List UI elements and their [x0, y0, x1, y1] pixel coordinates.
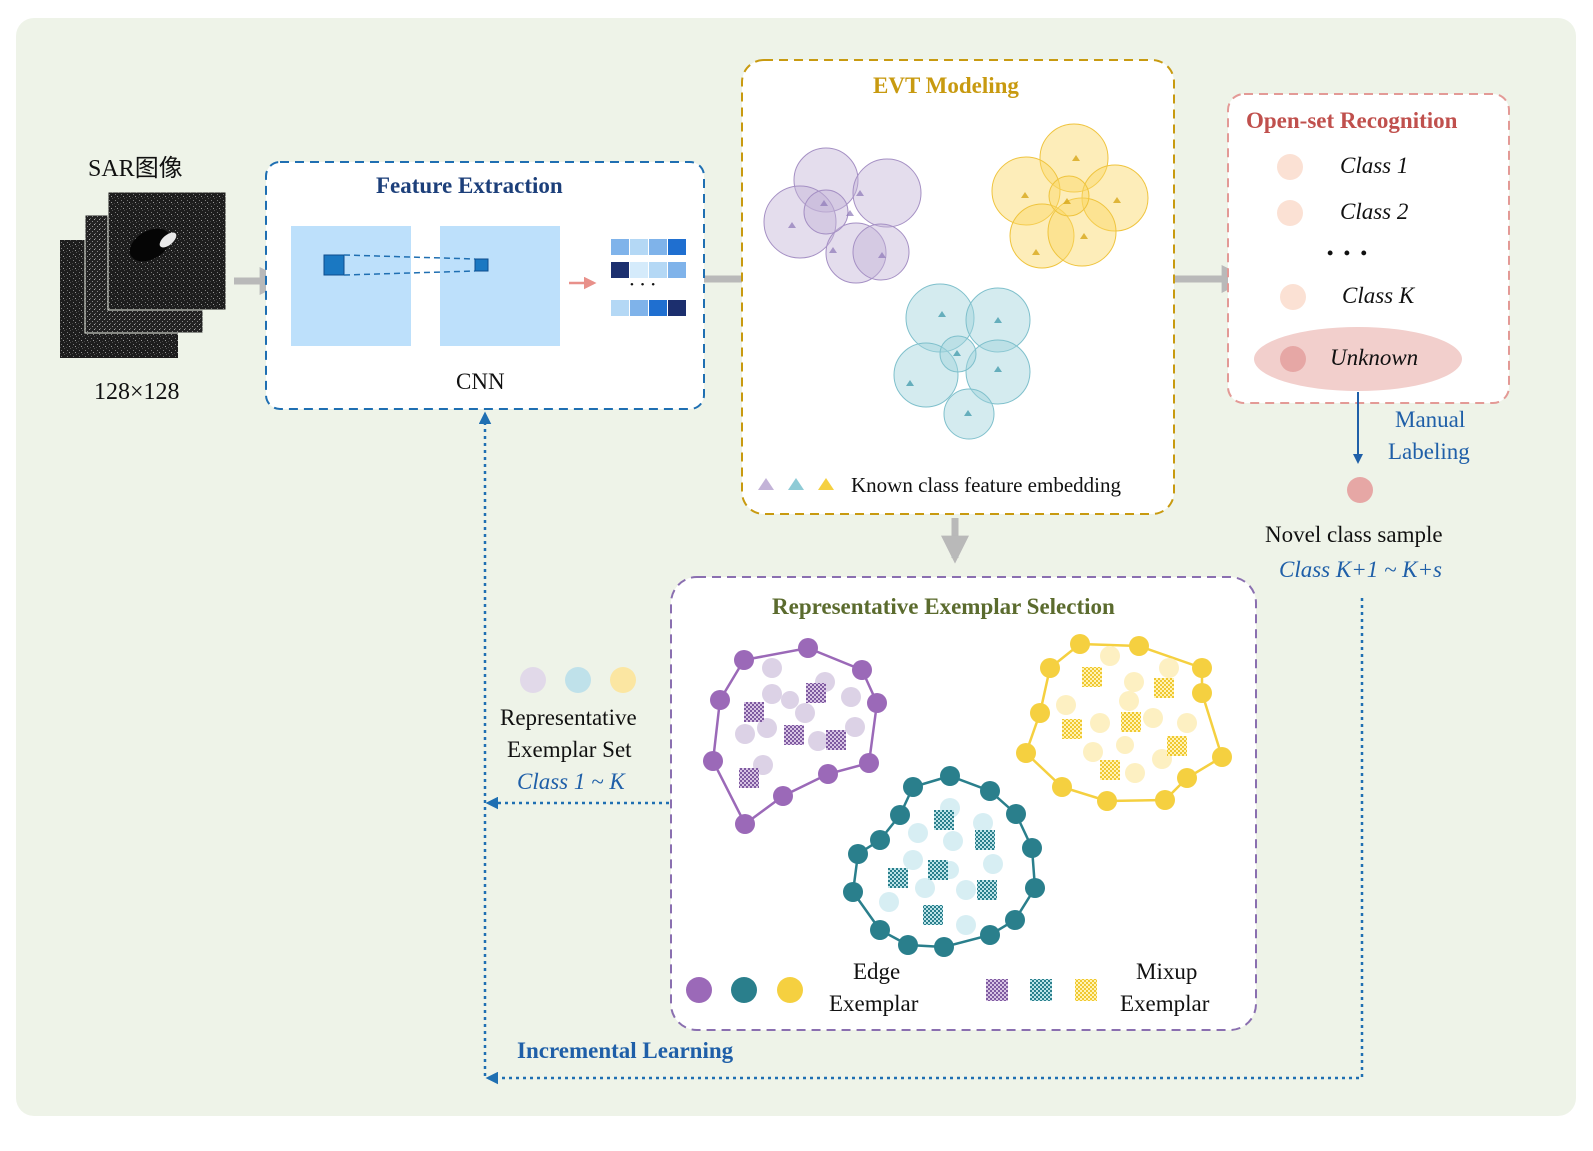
unknown-dot [1280, 346, 1306, 372]
legend-mixup-teal [1030, 979, 1052, 1001]
legend-triangle-purple [758, 478, 774, 490]
feature-map-2 [440, 226, 560, 346]
legend-edge-purple [686, 977, 712, 1003]
unknown-label: Unknown [1330, 345, 1419, 370]
selection-title: Representative Exemplar Selection [772, 594, 1115, 619]
edge-exemplar-line2: Exemplar [829, 991, 919, 1016]
novel-sample-dot [1347, 477, 1373, 503]
novel-sample-label: Novel class sample [1265, 522, 1443, 547]
exemplar-set-line2: Exemplar Set [507, 737, 632, 762]
class-ellipsis: • • • [1327, 243, 1370, 263]
incremental-learning-label: Incremental Learning [517, 1038, 734, 1063]
sar-target-shadow [129, 228, 171, 262]
feature-vector-grid [611, 239, 686, 316]
image-size-label: 128×128 [94, 379, 180, 405]
mixup-exemplar-line2: Exemplar [1120, 991, 1210, 1016]
selection-cluster-yellow [1016, 634, 1232, 811]
mixup-exemplar-line1: Mixup [1136, 959, 1198, 984]
selection-cluster-purple [703, 638, 887, 834]
evt-cluster-yellow [991, 123, 1149, 269]
sar-image-label: SAR图像 [88, 156, 183, 182]
class-2-dot [1277, 200, 1303, 226]
class-2-label: Class 2 [1340, 199, 1409, 224]
feature-vector-ellipsis: • • • [630, 279, 658, 291]
legend-triangle-yellow [818, 478, 834, 490]
class-k-dot [1280, 284, 1306, 310]
evt-triangles-yellow [1021, 155, 1121, 255]
feature-extraction-title: Feature Extraction [376, 173, 563, 198]
legend-mixup-purple [986, 979, 1008, 1001]
exemplar-set-dot-yellow [610, 667, 636, 693]
conv-projection-top [343, 254, 476, 260]
legend-mixup-yellow [1075, 979, 1097, 1001]
exemplar-set-range: Class 1 ~ K [517, 769, 625, 794]
class-1-dot [1277, 154, 1303, 180]
evt-triangles [788, 190, 886, 258]
feature-map-1 [291, 226, 411, 346]
edge-exemplar-line1: Edge [853, 959, 901, 984]
manual-labeling-line1: Manual [1395, 407, 1466, 432]
evt-legend-label: Known class feature embedding [851, 473, 1121, 497]
exemplar-set-dot-purple [520, 667, 546, 693]
conv-kernel [323, 254, 345, 276]
legend-triangle-teal [788, 478, 804, 490]
conv-projection-bottom [343, 270, 476, 276]
selection-cluster-teal [843, 766, 1045, 957]
conv-output-cell [474, 258, 489, 272]
open-set-title: Open-set Recognition [1246, 108, 1458, 133]
unknown-ellipse [1254, 327, 1462, 391]
sar-image-stack [60, 191, 227, 358]
exemplar-set-dot-teal [565, 667, 591, 693]
cnn-label: CNN [456, 369, 505, 394]
sar-image-front [107, 191, 227, 311]
manual-labeling-line2: Labeling [1388, 439, 1470, 464]
class-k-label: Class K [1342, 283, 1415, 308]
exemplar-set-line1: Representative [500, 705, 637, 730]
evt-title: EVT Modeling [873, 73, 1019, 98]
legend-edge-teal [731, 977, 757, 1003]
novel-class-range: Class K+1 ~ K+s [1279, 557, 1442, 582]
class-1-label: Class 1 [1340, 153, 1409, 178]
evt-triangles-teal [906, 311, 1002, 416]
evt-cluster-purple [763, 147, 922, 284]
legend-edge-yellow [777, 977, 803, 1003]
evt-modeling-box [741, 59, 1175, 515]
sar-target-bright [159, 232, 177, 248]
